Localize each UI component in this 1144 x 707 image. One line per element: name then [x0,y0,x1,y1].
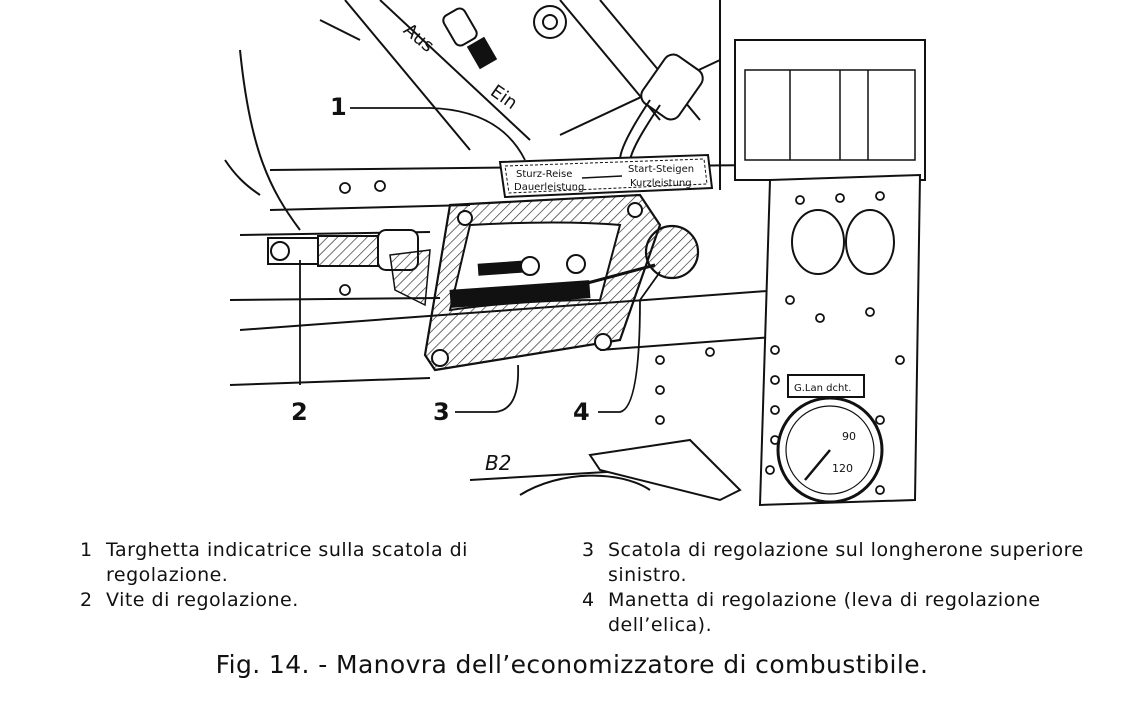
regulation-box [389,193,662,372]
callout-4: 4 [573,398,590,426]
panel-code: B2 [485,451,511,475]
technical-drawing: Aus Ein Sturz-Reise Start-Steigen Dauerl… [224,0,926,507]
gauge-tick-120: 120 [832,462,853,475]
adjustment-screw [267,229,419,271]
instrument-strip [734,39,926,181]
plate-text-bottom-left: Dauerleistung [514,182,584,193]
legend-number: 3 [582,539,595,561]
callout-2: 2 [291,398,308,426]
legend-number: 1 [80,539,93,561]
legend-item: 3 Scatola di regolazione sul longherone … [582,538,1102,588]
legend-column-left: 1 Targhetta indicatrice sulla scatola di… [80,538,550,613]
legend-column-right: 3 Scatola di regolazione sul longherone … [582,538,1102,638]
legend-text: Vite di regolazione. [106,589,299,611]
plate-text-bottom-right: Kurzleistung [630,178,692,189]
legend: 1 Targhetta indicatrice sulla scatola di… [80,538,1100,642]
plate-text-top-left: Sturz-Reise [516,169,572,180]
figure-caption: Fig. 14. - Manovra dell’economizzatore d… [215,650,929,679]
switch-label-on: Ein [486,81,521,114]
legend-item: 1 Targhetta indicatrice sulla scatola di… [80,538,550,588]
cable-hose [619,53,704,161]
right-instrument-panel: G.Lan dcht. 90 120 [758,173,922,507]
legend-number: 2 [80,589,93,611]
legend-text: Manetta di regolazione (leva di regolazi… [608,589,1041,636]
legend-item: 4 Manetta di regolazione (leva di regola… [582,588,1102,638]
switch-label-off: Aus [399,19,438,56]
legend-text: Targhetta indicatrice sulla scatola di r… [106,539,468,586]
legend-number: 4 [582,589,595,611]
callout-3: 3 [433,398,450,426]
plate-text-top-right: Start-Steigen [628,164,694,175]
indicator-plate: Sturz-Reise Start-Steigen Dauerleistung … [498,153,714,199]
lower-frame: B2 [485,438,742,502]
ignition-switch: Aus Ein [399,5,567,114]
gauge-tick-90: 90 [842,430,856,443]
callout-leaders [299,107,661,413]
legend-text: Scatola di regolazione sul longherone su… [608,539,1084,586]
legend-item: 2 Vite di regolazione. [80,588,550,613]
regulation-lever [579,224,700,287]
gauge-plate-text: G.Lan dcht. [794,383,851,394]
callout-1: 1 [330,93,347,121]
